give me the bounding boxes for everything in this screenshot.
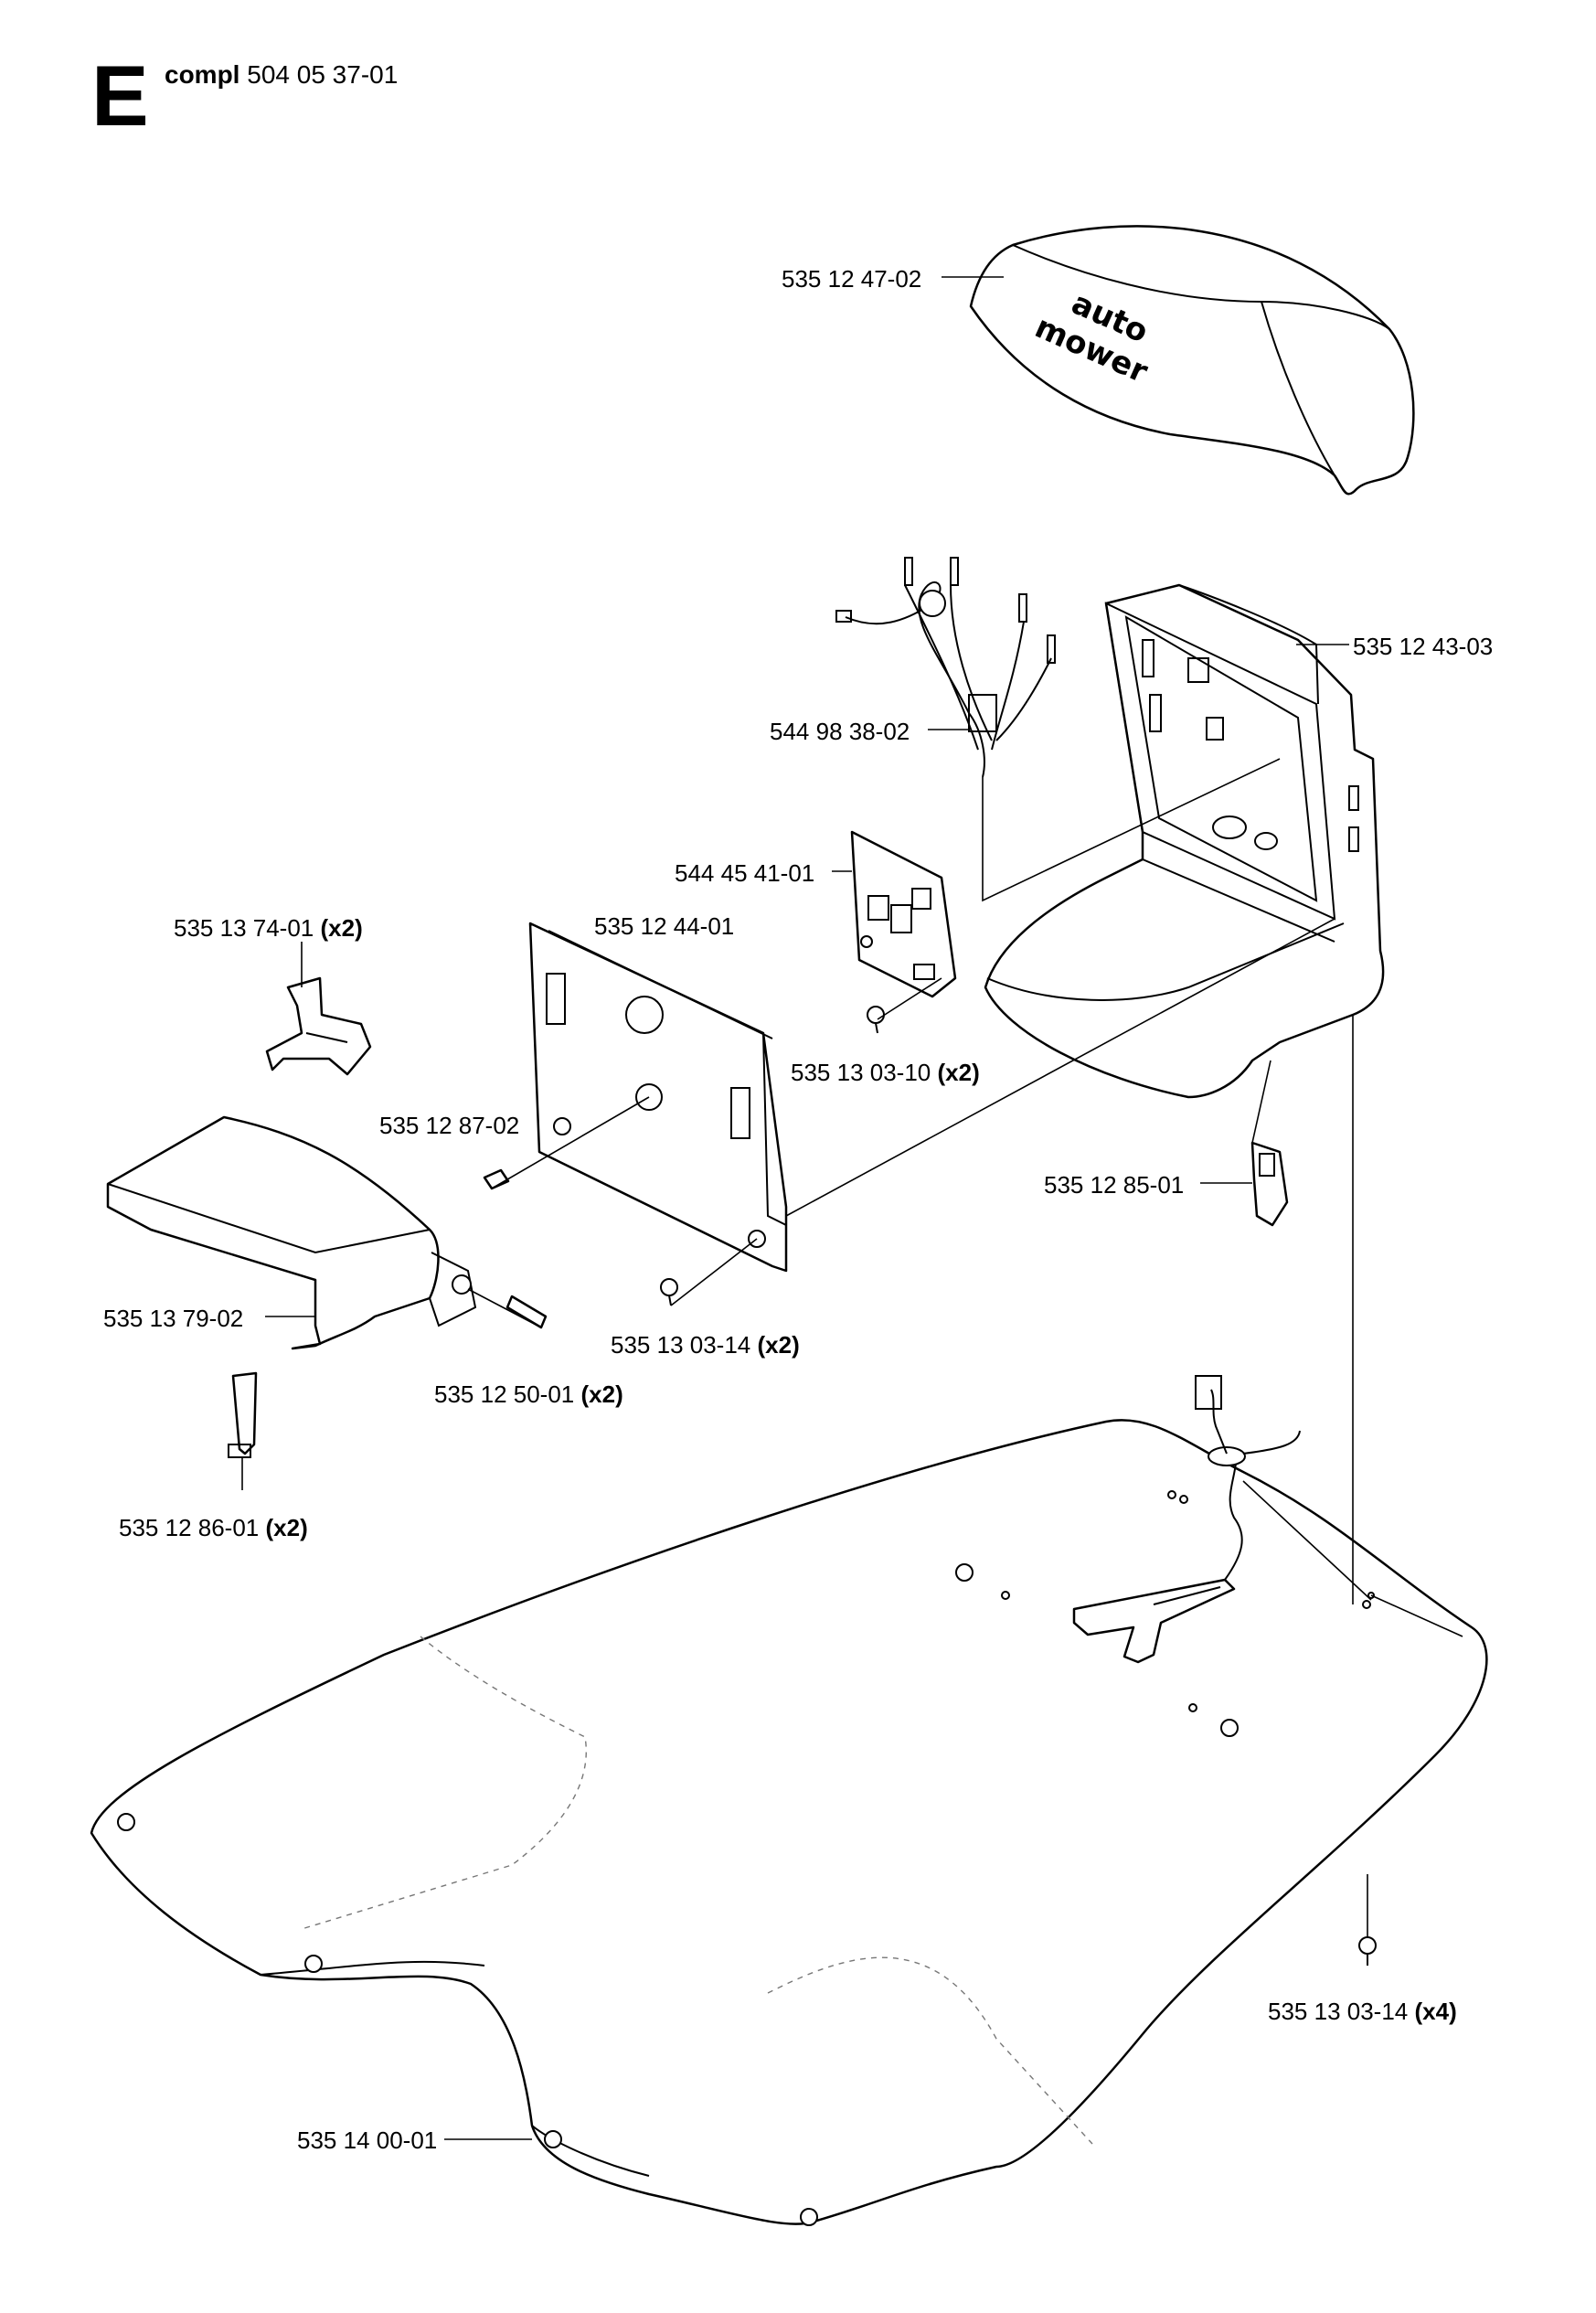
connector-part (1250, 1141, 1289, 1227)
label-leader-lines (241, 276, 1349, 2140)
back-plate-part (528, 922, 788, 1273)
part-number: 535 13 03-14 (1268, 1998, 1409, 2025)
top-cover-part: auto mower (969, 225, 1415, 496)
part-label: 535 12 47-02 (782, 267, 921, 291)
screw-part (1358, 1936, 1377, 1966)
base-plate-part (90, 1375, 1488, 2226)
part-label: 535 13 03-14 (x4) (1268, 1999, 1457, 2023)
part-label: 535 13 74-01 (x2) (174, 916, 363, 940)
assembly-guide-lines (467, 758, 1463, 1938)
assembly-header: compl 504 05 37-01 (165, 62, 398, 88)
part-qty: (x2) (320, 914, 363, 942)
part-label: 544 98 38-02 (770, 719, 910, 743)
part-qty: (x2) (265, 1514, 308, 1541)
circuit-board-part (850, 830, 957, 998)
ribbon-part (228, 1371, 258, 1458)
section-letter: E (91, 48, 149, 144)
part-number: 535 14 00-01 (297, 2126, 438, 2154)
part-number: 535 12 50-01 (434, 1380, 575, 1408)
part-label: 535 12 43-03 (1353, 634, 1493, 658)
screw-part (660, 1278, 678, 1306)
part-number: 544 98 38-02 (770, 718, 910, 745)
part-label: 535 13 79-02 (103, 1306, 243, 1330)
assembly-prefix: compl (165, 60, 240, 89)
part-number: 535 13 03-14 (611, 1331, 751, 1359)
part-number: 535 13 79-02 (103, 1305, 244, 1332)
part-qty: (x2) (757, 1331, 800, 1359)
part-label: 535 12 44-01 (594, 914, 734, 938)
part-label: 535 14 00-01 (297, 2128, 437, 2152)
part-number: 544 45 41-01 (675, 859, 815, 887)
part-label: 535 12 50-01 (x2) (434, 1382, 623, 1406)
part-number: 535 12 43-03 (1353, 633, 1494, 660)
part-label: 535 12 85-01 (1044, 1173, 1184, 1197)
part-number: 535 13 74-01 (174, 914, 314, 942)
part-label: 535 13 03-14 (x2) (611, 1333, 800, 1357)
flap-part (106, 1115, 477, 1350)
part-qty: (x2) (937, 1059, 980, 1086)
part-label: 535 12 87-02 (379, 1114, 519, 1137)
assembly-number: 504 05 37-01 (247, 60, 399, 89)
small-pin-part (483, 1168, 510, 1190)
part-number: 535 12 85-01 (1044, 1171, 1185, 1199)
part-qty: (x2) (580, 1380, 623, 1408)
clip-part (265, 976, 372, 1076)
part-label: 535 12 86-01 (x2) (119, 1516, 308, 1540)
part-label: 535 13 03-10 (x2) (791, 1061, 980, 1084)
housing-part (984, 583, 1385, 1099)
part-label: 544 45 41-01 (675, 861, 814, 885)
wiring-harness-part (835, 557, 1056, 778)
part-number: 535 12 44-01 (594, 912, 735, 940)
part-number: 535 12 87-02 (379, 1112, 520, 1139)
part-number: 535 12 86-01 (119, 1514, 260, 1541)
part-number: 535 12 47-02 (782, 265, 922, 293)
part-number: 535 13 03-10 (791, 1059, 931, 1086)
part-qty: (x4) (1414, 1998, 1457, 2025)
screw-part (867, 1006, 885, 1034)
